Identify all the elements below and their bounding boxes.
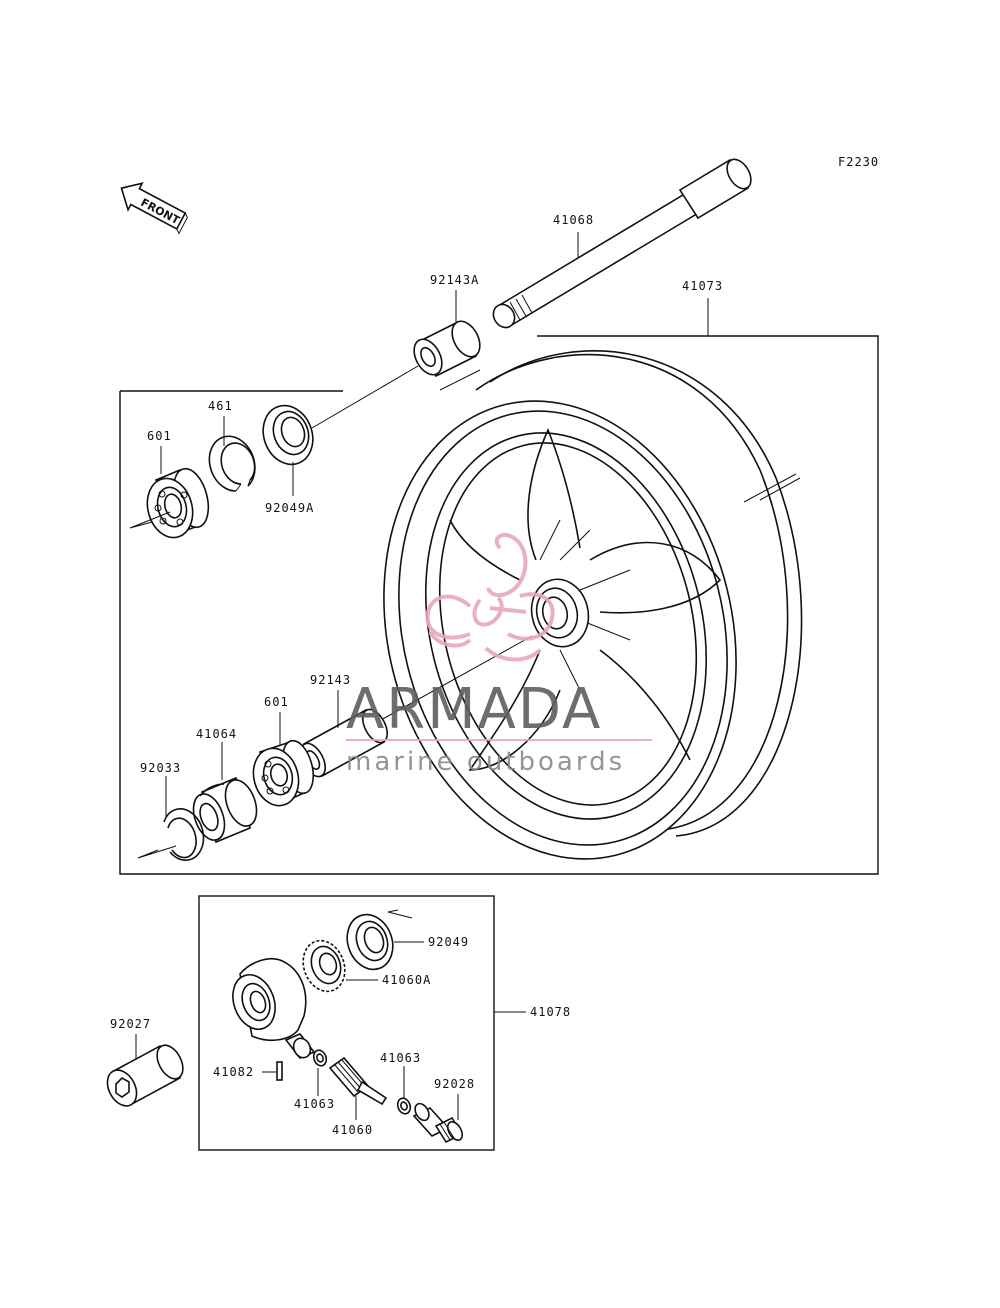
label-92143a: 92143A: [430, 273, 479, 287]
diagram-code: F2230: [838, 155, 879, 169]
label-601-right: 601: [264, 695, 289, 709]
hub-cover-41064: [192, 776, 258, 844]
gear-41060a: [302, 939, 346, 993]
front-axle: [492, 158, 752, 329]
bushing-92028: [412, 1102, 464, 1144]
pinion-41060: [328, 1056, 388, 1106]
washer-41063-left: [312, 1049, 328, 1067]
label-41068: 41068: [553, 213, 594, 227]
label-41073: 41073: [682, 279, 723, 293]
circlip-461: [208, 435, 256, 492]
label-41078: 41078: [530, 1005, 571, 1019]
pin-41082: [276, 1061, 283, 1081]
label-41060: 41060: [332, 1123, 373, 1137]
axle-nut-92027: [106, 1044, 184, 1107]
label-92027: 92027: [110, 1017, 151, 1031]
bearing-601-left: [146, 467, 210, 539]
label-92028: 92028: [434, 1077, 475, 1091]
label-41060a: 41060A: [382, 973, 431, 987]
label-41064: 41064: [196, 727, 237, 741]
label-461: 461: [208, 399, 233, 413]
label-41063-upper: 41063: [380, 1051, 421, 1065]
label-92033: 92033: [140, 761, 181, 775]
gearbox-assembly-frame: [198, 895, 495, 1151]
gearbox-housing: [232, 958, 316, 1059]
armada-logo-icon: [425, 533, 555, 662]
label-92049a: 92049A: [265, 501, 314, 515]
watermark-brand: ARMADA: [346, 677, 602, 742]
label-92143: 92143: [310, 673, 351, 687]
label-41063-lower: 41063: [294, 1097, 335, 1111]
oil-seal-92049: [346, 913, 394, 971]
label-601-left: 601: [147, 429, 172, 443]
watermark-tagline: marine outboards: [346, 747, 625, 777]
front-wheel: [383, 350, 803, 860]
front-direction-arrow: FRONT: [120, 182, 188, 235]
label-92049: 92049: [428, 935, 469, 949]
bearing-601-right: [252, 739, 315, 807]
oil-seal-92049a: [262, 404, 314, 466]
label-41082: 41082: [213, 1065, 254, 1079]
circlip-92033: [163, 808, 205, 861]
wheel-assembly-frame: [119, 335, 879, 875]
collar-92143a: [413, 320, 481, 378]
washer-41063-right: [396, 1097, 412, 1115]
armada-watermark: ARMADA marine outboards: [346, 533, 652, 777]
